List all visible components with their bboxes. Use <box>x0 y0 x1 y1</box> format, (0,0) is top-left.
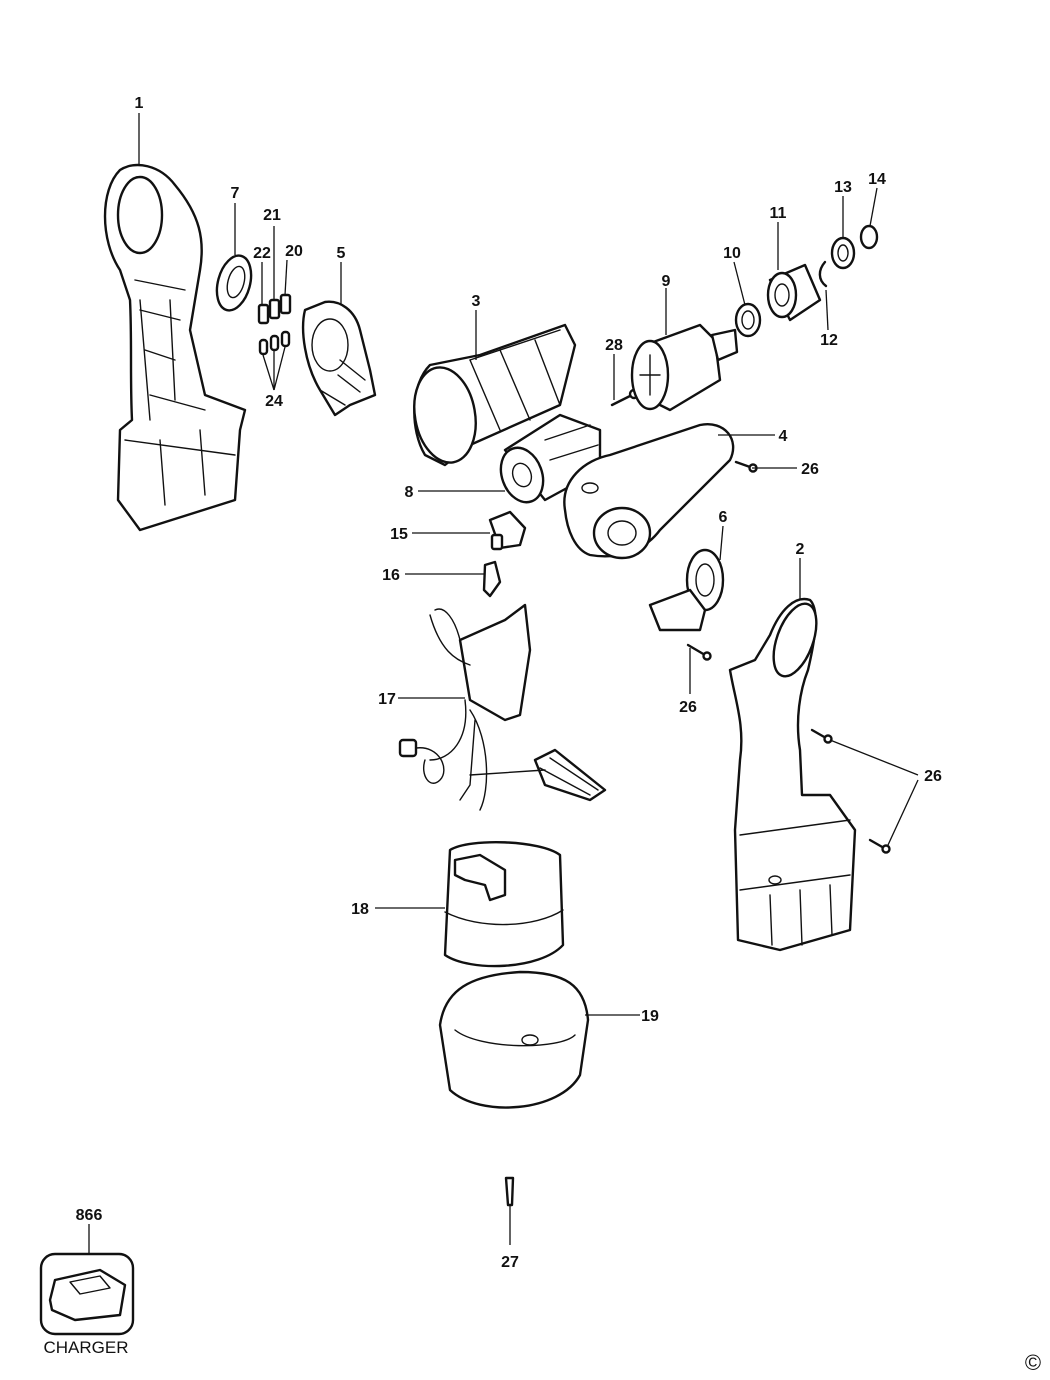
part-24-springs <box>258 330 291 356</box>
part-16-contact <box>482 560 502 598</box>
part-5-end-plate <box>301 300 377 417</box>
part-6-bracket <box>648 548 725 632</box>
part-1-left-housing <box>103 163 247 532</box>
part-26-screw-right-b <box>868 838 891 854</box>
label-8: 8 <box>405 484 414 501</box>
label-6: 6 <box>719 509 728 526</box>
part-20-22-brush-holders <box>257 293 292 325</box>
label-11: 11 <box>770 205 787 222</box>
part-9-gearbox <box>630 323 739 412</box>
part-11-collar <box>766 263 822 322</box>
label-16: 16 <box>382 567 400 584</box>
label-19: 19 <box>641 1008 659 1025</box>
label-26-middle: 26 <box>679 699 697 716</box>
label-18: 18 <box>351 901 369 918</box>
label-20: 20 <box>285 243 303 260</box>
part-13-washer <box>830 236 856 270</box>
label-12: 12 <box>820 332 838 349</box>
label-27: 27 <box>501 1254 519 1271</box>
label-1: 1 <box>135 95 144 112</box>
part-866-charger <box>39 1252 135 1336</box>
part-10-spring <box>734 302 762 338</box>
part-26-screw-middle <box>686 643 712 661</box>
label-26-right: 26 <box>924 768 942 785</box>
label-9: 9 <box>662 273 671 290</box>
label-4: 4 <box>779 428 788 445</box>
label-28: 28 <box>605 337 623 354</box>
copyright-mark: © <box>1025 1350 1041 1375</box>
label-2: 2 <box>796 541 805 558</box>
label-26-upper: 26 <box>801 461 819 478</box>
part-2-right-housing <box>728 597 857 952</box>
part-19-battery-base <box>438 970 590 1109</box>
label-24: 24 <box>265 393 283 410</box>
part-26-screw-right-a <box>810 728 833 744</box>
label-866: 866 <box>76 1207 103 1224</box>
part-7-cap <box>215 254 253 312</box>
part-14-ring <box>859 224 879 250</box>
label-15: 15 <box>390 526 408 543</box>
label-21: 21 <box>263 207 281 224</box>
part-26-screw-upper <box>734 460 758 473</box>
label-14: 14 <box>868 171 886 188</box>
part-27-pin <box>504 1176 515 1207</box>
part-18-battery-pack <box>443 841 565 968</box>
part-4-nose-housing <box>563 423 735 560</box>
label-17: 17 <box>378 691 396 708</box>
part-3-gear-housing <box>413 323 577 467</box>
label-7: 7 <box>231 185 240 202</box>
label-5: 5 <box>337 245 346 262</box>
part-15-switch <box>488 510 527 551</box>
label-10: 10 <box>723 245 741 262</box>
label-3: 3 <box>472 293 481 310</box>
charger-caption: CHARGER <box>43 1338 128 1357</box>
part-17-switch-assembly <box>398 603 607 811</box>
part-12-clip <box>818 260 828 288</box>
label-22: 22 <box>253 245 271 262</box>
label-13: 13 <box>834 179 852 196</box>
